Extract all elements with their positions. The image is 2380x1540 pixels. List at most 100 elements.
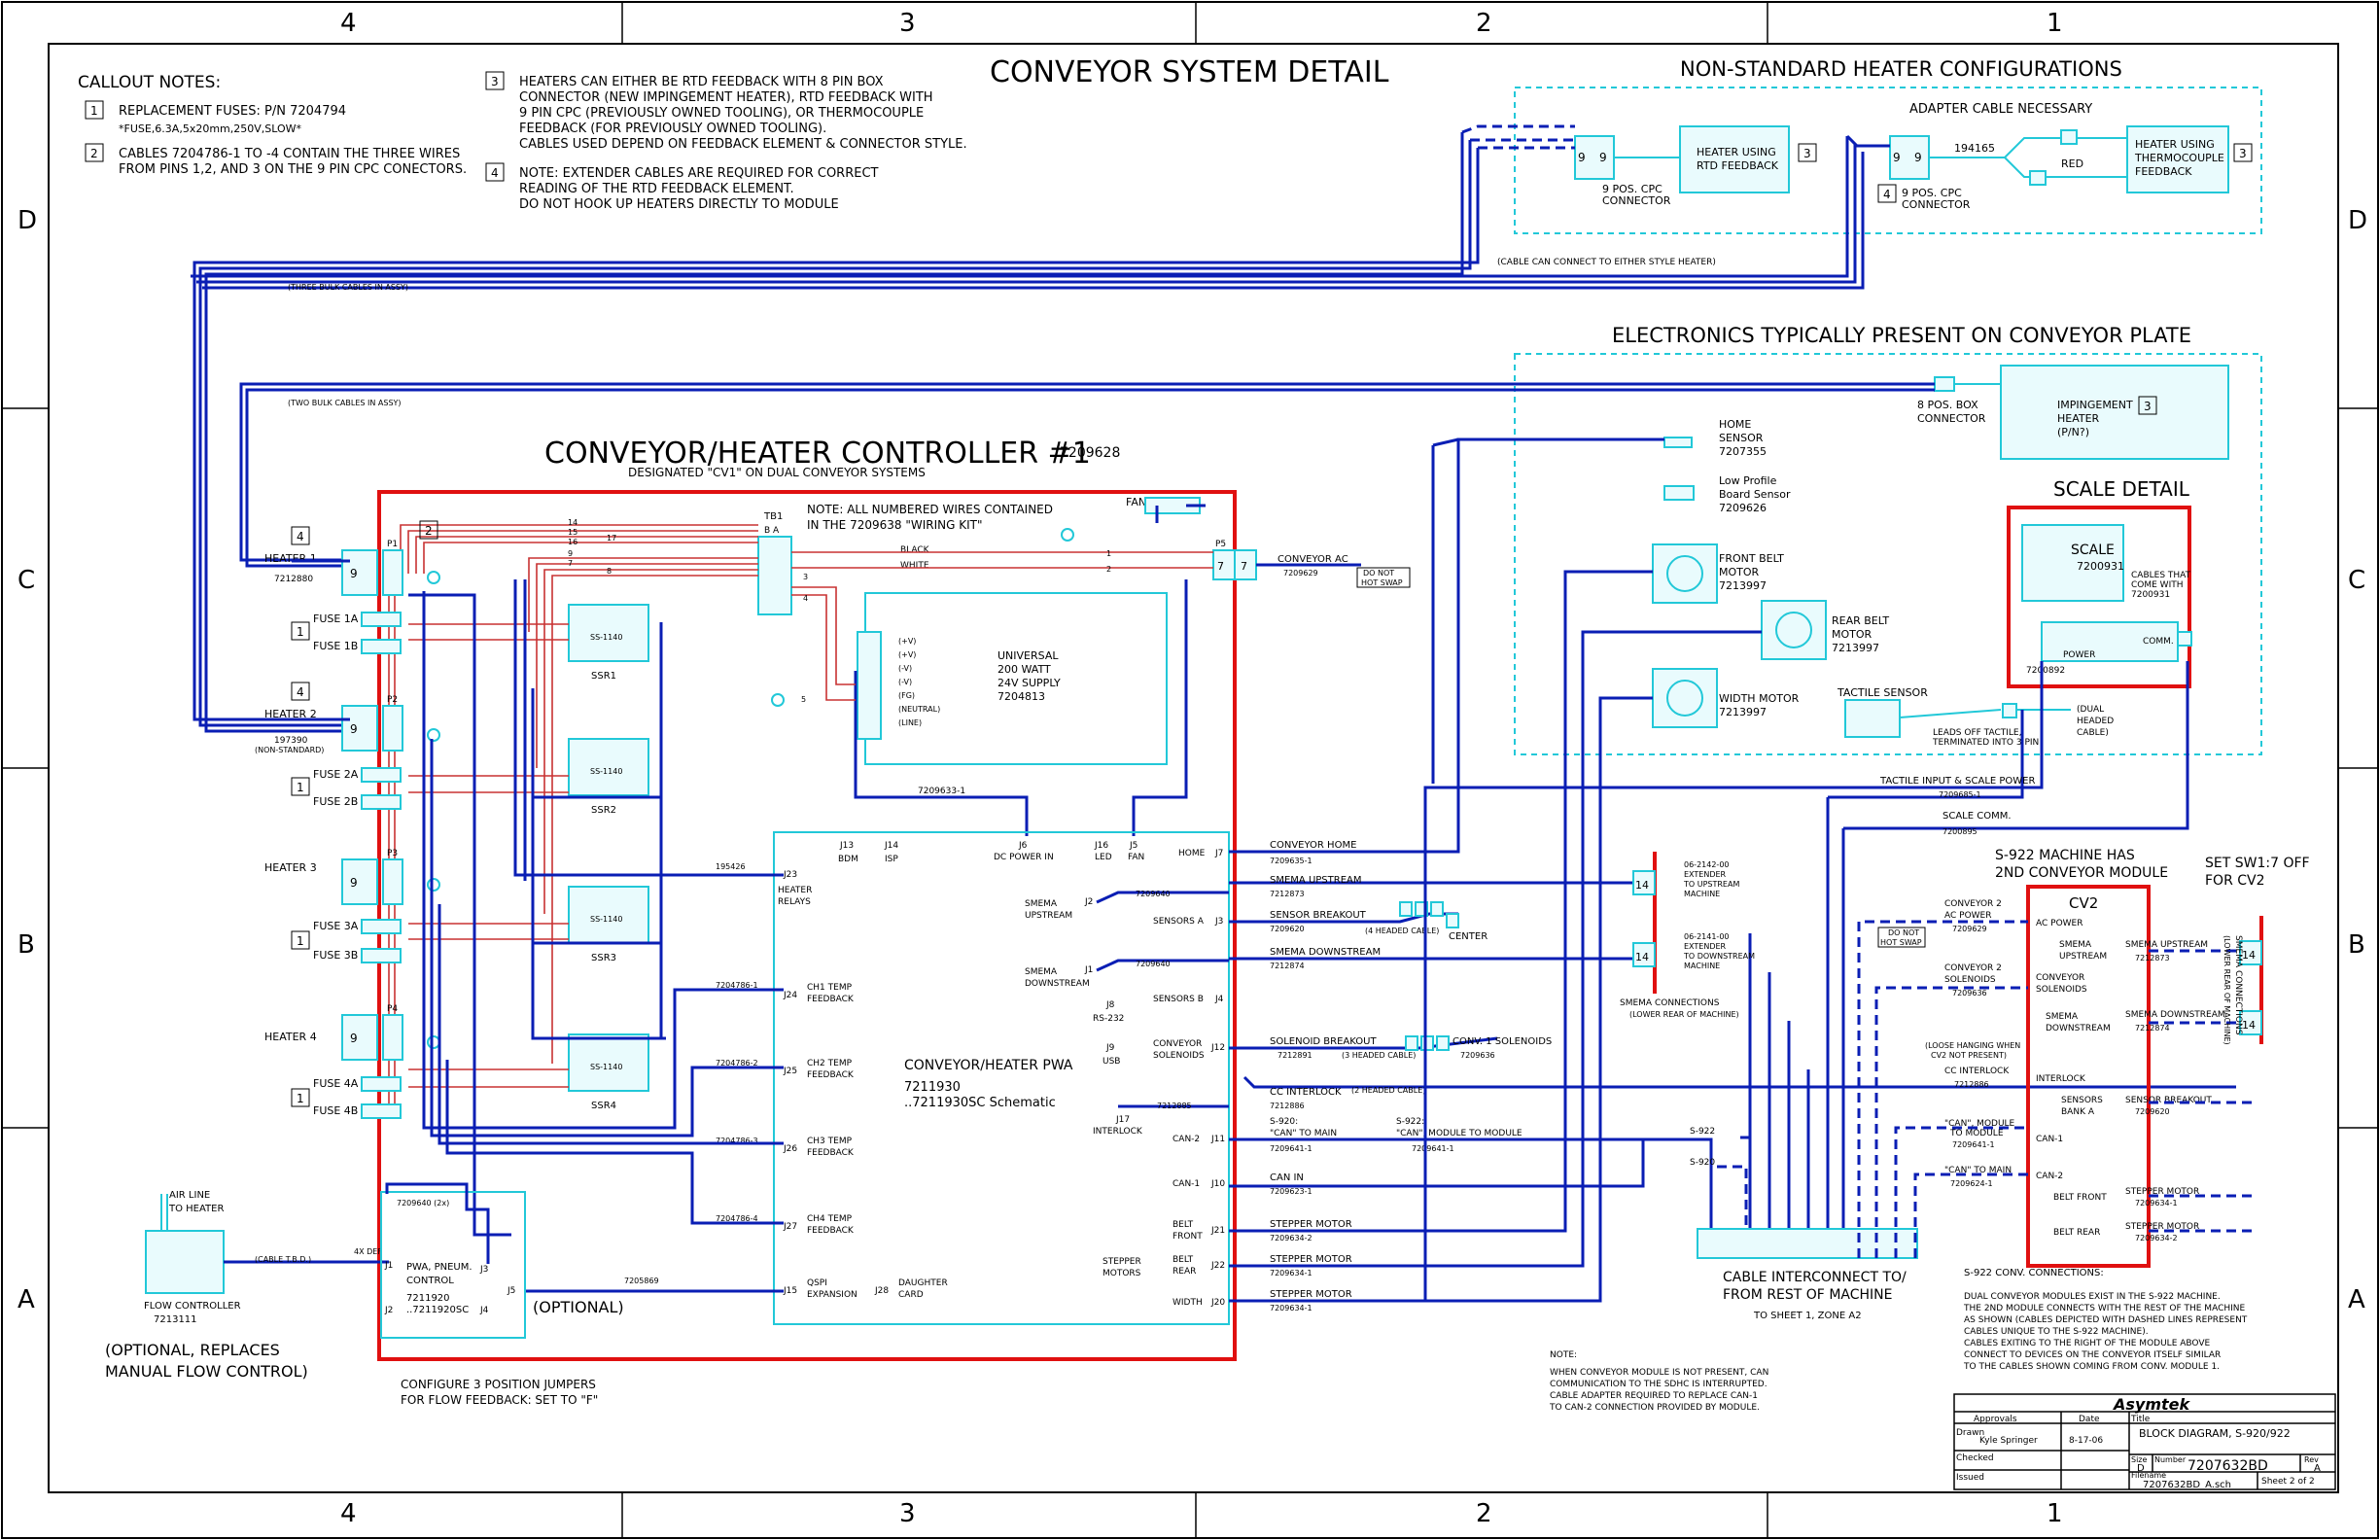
callout-3c: 9 PIN CPC (PREVIOUSLY OWNED TOOLING), OR…: [519, 106, 924, 121]
three-bulk-label: (THREE BULK CABLES IN ASSY): [288, 283, 408, 292]
border-letter-d: D: [18, 206, 37, 235]
label: 7209685-1: [1939, 790, 1981, 799]
label: 7209636: [1460, 1051, 1495, 1060]
label: (FG): [898, 691, 915, 700]
border-num-2: 2: [1476, 9, 1492, 38]
label: J27: [783, 1222, 797, 1232]
label: CENTER: [1449, 931, 1488, 942]
label: 7212885: [1157, 1102, 1192, 1110]
home-l2: SENSOR: [1719, 432, 1764, 444]
callout-2: CABLES 7204786-1 TO -4 CONTAIN THE THREE…: [119, 147, 460, 161]
label: (LOOSE HANGING WHEN: [1925, 1041, 2020, 1050]
p4-label: P4: [387, 1004, 398, 1014]
label: (OPTIONAL): [533, 1298, 624, 1316]
heater3-label: HEATER 3: [264, 861, 317, 874]
label: CV2 NOT PRESENT): [1931, 1051, 2007, 1060]
border-letter-c: C: [18, 566, 35, 595]
scale-title: SCALE DETAIL: [2053, 477, 2190, 501]
label: 1: [297, 781, 304, 794]
label: SOLENOIDS: [1944, 975, 1996, 985]
home-l1: HOME: [1719, 418, 1751, 431]
label: AC POWER: [2036, 919, 2083, 928]
controller-title: CONVEYOR/HEATER CONTROLLER #1: [544, 437, 1091, 471]
scale-power: POWER: [2063, 650, 2095, 660]
label: AC POWER: [1944, 911, 1992, 921]
label: STEPPER MOTOR: [1270, 1219, 1352, 1230]
impinge-l1: IMPINGEMENT: [2057, 399, 2133, 411]
label: TACTILE INPUT & SCALE POWER: [1879, 776, 2035, 787]
label: S-922 CONV. CONNECTIONS:: [1964, 1268, 2104, 1278]
rear-l1: REAR BELT: [1832, 614, 1889, 627]
flow-controller-box: [145, 1230, 225, 1294]
wire-2: 2: [1106, 565, 1111, 574]
lowprof-l3: 7209626: [1719, 502, 1767, 514]
label: (CABLE T.B.D.): [255, 1255, 311, 1264]
cable-195426: 195426: [716, 862, 746, 871]
width-motor: [1652, 668, 1718, 728]
label: (-V): [898, 664, 912, 673]
terminal-block-tb1: [757, 536, 792, 615]
label: REAR: [1172, 1267, 1196, 1277]
scale-box: [2021, 524, 2124, 602]
wire-5: 5: [801, 695, 806, 704]
label: 7212874: [2135, 1024, 2170, 1032]
label: TO SHEET 1, ZONE A2: [1753, 1311, 1862, 1321]
wire-14: 14: [568, 518, 578, 527]
heater2-sub: (NON-STANDARD): [255, 746, 324, 754]
label: 9: [350, 876, 358, 890]
label: "CAN" TO MAIN: [1944, 1166, 2012, 1175]
supply-l2: 200 WATT: [998, 663, 1051, 676]
label: TO DOWNSTREAM: [1683, 952, 1755, 961]
front-l2: MOTOR: [1719, 566, 1760, 578]
label: TO THE CABLES SHOWN COMING FROM CONV. MO…: [1963, 1362, 2220, 1372]
label: (+V): [898, 650, 916, 659]
label: HOT SWAP: [1361, 578, 1403, 587]
nonstd-title: NON-STANDARD HEATER CONFIGURATIONS: [1680, 57, 2122, 81]
label: 7209641-1: [1952, 1140, 1995, 1149]
label: (NEUTRAL): [898, 705, 940, 714]
label: SS-1140: [590, 633, 622, 642]
label: 9: [1599, 151, 1607, 164]
electronics-title: ELECTRONICS TYPICALLY PRESENT ON CONVEYO…: [1612, 324, 2191, 347]
label: FRONT: [1172, 1232, 1203, 1242]
label: J1: [384, 1261, 393, 1271]
callout-3e: CABLES USED DEPEND ON FEEDBACK ELEMENT &…: [519, 137, 967, 152]
cable-4786-2: 7204786-2: [716, 1059, 758, 1068]
label: 1: [297, 934, 304, 948]
label: FROM REST OF MACHINE: [1723, 1287, 1892, 1303]
label: SCALE COMM.: [1942, 811, 2012, 822]
label: 7209629: [1283, 569, 1318, 578]
either-style-note: (CABLE CAN CONNECT TO EITHER STYLE HEATE…: [1497, 258, 1716, 267]
scale-comm: COMM.: [2143, 637, 2174, 647]
label: (+V): [898, 637, 916, 646]
label: 1: [297, 625, 304, 639]
cv2-outline: [2026, 885, 2151, 1268]
label: 4X DEF: [354, 1247, 382, 1256]
border-num-3-bottom: 3: [899, 1499, 916, 1528]
ssr3-label: SSR3: [591, 953, 616, 963]
label: Issued: [1956, 1473, 1984, 1483]
label: INTERLOCK: [1093, 1127, 1143, 1137]
label: HEATER: [778, 886, 812, 895]
tc-box-l3: FEEDBACK: [2135, 165, 2192, 178]
label: 4: [1883, 188, 1891, 201]
label: J17: [1115, 1115, 1130, 1125]
label: CONTROL: [406, 1276, 454, 1286]
supply-l1: UNIVERSAL: [998, 649, 1059, 662]
wire-8: 8: [607, 567, 612, 576]
label: Approvals: [1974, 1415, 2017, 1424]
label: (-V): [898, 678, 912, 686]
label: BDM: [838, 855, 858, 864]
cv2-section: S-922 MACHINE HAS 2ND CONVEYOR MODULE SE…: [1857, 848, 2310, 1268]
label: CH4 TEMP: [807, 1214, 853, 1224]
label: CONVEYOR 2: [1944, 963, 2002, 973]
label: CONV. 1 SOLENOIDS: [1452, 1036, 1552, 1047]
heaters-section: 4 HEATER 1 7212880 P1 9 2 1 FUSE 1A FUSE…: [255, 520, 438, 1119]
impinge-l3: (P/N?): [2057, 426, 2089, 438]
label: 7212874: [1270, 962, 1305, 970]
label: 1: [90, 104, 98, 118]
cpc-connector-1: [1574, 135, 1615, 180]
label: CV2: [2069, 894, 2098, 912]
